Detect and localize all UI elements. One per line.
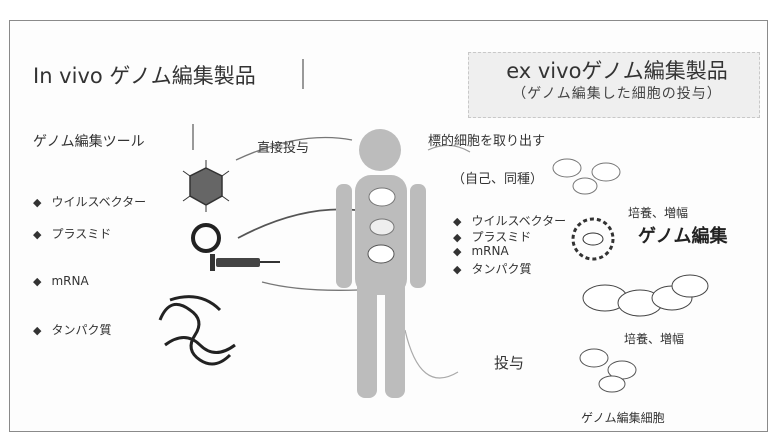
culture-label-2: 培養、増幅: [624, 332, 685, 346]
diamond-bullet-icon: ◆: [33, 196, 42, 209]
body-cell-3: [367, 244, 395, 264]
genome-edit-label: ゲノム編集: [638, 226, 728, 247]
body-cell-2: [369, 218, 395, 236]
protein-icon: [158, 295, 236, 366]
arrow-syringe-to-body: [261, 281, 359, 291]
arrow-admin-back: [404, 329, 459, 379]
direct-admin-label: 直接投与: [257, 141, 310, 156]
administered-cells: [579, 348, 637, 393]
extracted-cell-1: [552, 158, 582, 178]
right-tool-item: ◆mRNA: [453, 244, 509, 258]
title-divider: [302, 59, 304, 89]
left-tool-item: ◆mRNA: [33, 274, 89, 288]
body-cell-1: [368, 187, 396, 207]
virus-vector-icon: [182, 160, 230, 212]
arrow-to-extract: [427, 144, 471, 153]
edited-cells-label: ゲノム編集細胞: [581, 411, 665, 425]
culture-label-1: 培養、増幅: [628, 206, 689, 220]
right-tool-item: ◆プラスミド: [453, 230, 532, 244]
editing-cell-icon: [571, 217, 615, 261]
left-tool-item: ◆プラスミド: [33, 227, 112, 241]
tools-divider: [192, 124, 194, 150]
ex-vivo-subtitle: （ゲノム編集した細胞の投与）: [512, 86, 722, 102]
diamond-bullet-icon: ◆: [453, 263, 462, 276]
diamond-bullet-icon: ◆: [453, 245, 462, 258]
extracted-cell-3: [591, 162, 621, 182]
admin-label: 投与: [494, 354, 525, 372]
extract-label: 標的細胞を取り出す: [428, 134, 546, 149]
diamond-bullet-icon: ◆: [33, 275, 42, 288]
arrow-direct-admin: [235, 136, 353, 161]
left-tool-item: ◆タンパク質: [33, 323, 112, 337]
diamond-bullet-icon: ◆: [453, 231, 462, 244]
left-tool-item: ◆ウイルスベクター: [33, 195, 147, 209]
diamond-bullet-icon: ◆: [33, 324, 42, 337]
ex-vivo-title-box: [468, 52, 760, 118]
diamond-bullet-icon: ◆: [453, 215, 462, 228]
diamond-bullet-icon: ◆: [33, 228, 42, 241]
plasmid-icon: [191, 223, 221, 253]
in-vivo-title: In vivo ゲノム編集製品: [33, 64, 256, 88]
edited-cell-cluster: [582, 274, 709, 317]
right-tool-item: ◆ウイルスベクター: [453, 214, 567, 228]
syringe-icon: [210, 254, 280, 271]
right-tool-item: ◆タンパク質: [453, 262, 532, 276]
extracted-cell-2: [572, 177, 598, 195]
source-label: （自己、同種）: [452, 172, 544, 187]
ex-vivo-title: ex vivoゲノム編集製品: [506, 59, 728, 83]
tools-heading: ゲノム編集ツール: [33, 134, 145, 150]
